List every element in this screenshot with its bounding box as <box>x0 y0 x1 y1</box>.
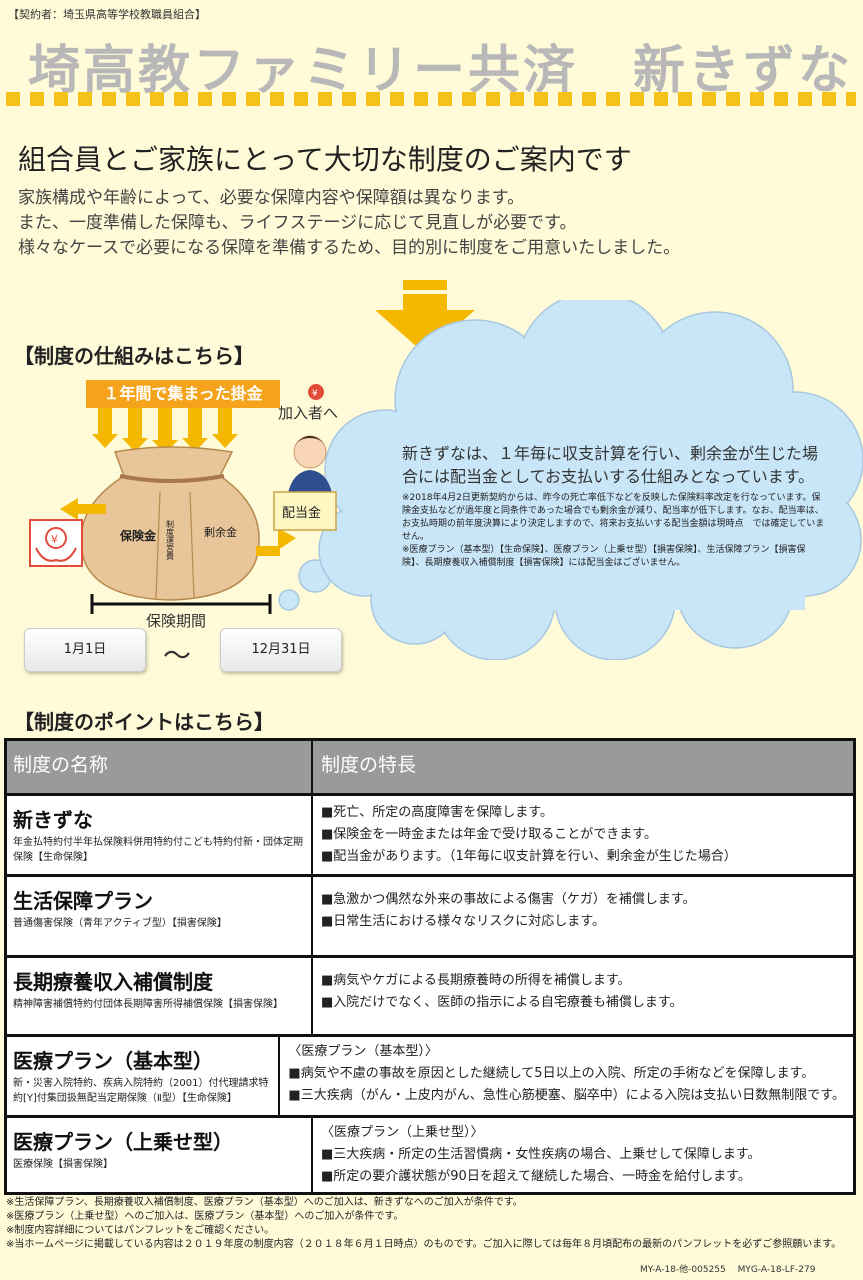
column-header-name: 制度の名称 <box>7 741 313 793</box>
collect-arrow-icon <box>122 408 148 452</box>
plan-feature: ■所定の要介護状態が90日を超えて継続した場合、一時金を給付します。 <box>321 1169 751 1184</box>
plan-feature: ■三大疾病（がん・上皮内がん、急性心筋梗塞、脳卒中）による入院は支払い日数無制限… <box>288 1088 845 1103</box>
start-date-box: 1月1日 <box>24 628 146 672</box>
left-arrow-icon <box>60 498 106 520</box>
svg-text:¥: ¥ <box>312 389 318 399</box>
plan-name: 医療プラン（上乗せ型） <box>13 1130 233 1154</box>
svg-text:保険金: 保険金 <box>119 528 157 543</box>
footnote: ※生活保障プラン、長期療養収入補償制度、医療プラン（基本型）へのご加入は、新きず… <box>6 1197 523 1208</box>
plan-feature: ■病気やケガによる長期療養時の所得を補償します。 <box>321 973 631 988</box>
footnote: ※制度内容詳細についてはパンフレットをご確認ください。 <box>6 1225 275 1236</box>
intro-text: 家族構成や年齢によって、必要な保障内容や保障額は異なります。 また、一度準備した… <box>18 186 680 261</box>
table-header: 制度の名称 制度の特長 <box>7 741 853 793</box>
footnote: ※医療プラン（上乗せ型）へのご加入は、医療プラン（基本型）へのご加入が条件です。 <box>6 1211 404 1222</box>
table-row: 長期療養収入補償制度 精神障害補償特約付団体長期障害所得補償保険【損害保険】 ■… <box>7 955 853 1034</box>
table-row: 医療プラン（基本型） 新・災害入院特約、疾病入院特約（2001）付代理請求特約[… <box>7 1034 853 1115</box>
plan-feature: ■入院だけでなく、医師の指示による自宅療養も補償します。 <box>321 995 683 1010</box>
plan-feature: 〈医療プラン（上乗せ型）〉 <box>321 1125 484 1140</box>
plan-name: 新きずな <box>13 808 93 832</box>
range-tilde: ～ <box>163 639 192 672</box>
end-date-box: 12月31日 <box>220 628 342 672</box>
plan-name: 医療プラン（基本型） <box>13 1049 213 1073</box>
collected-premium-label: １年間で集まった掛金 <box>86 380 280 408</box>
plan-name: 長期療養収入補償制度 <box>13 970 213 994</box>
plan-feature: ■三大疾病・所定の生活習慣病・女性疾病の場合、上乗せして保障します。 <box>321 1147 761 1162</box>
table-row: 新きずな 年金払特約付半年払保険料併用特約付こども特約付新・団体定期保険【生命保… <box>7 793 853 874</box>
right-arrow-icon <box>256 528 296 556</box>
column-header-features: 制度の特長 <box>321 754 417 776</box>
svg-text:¥: ¥ <box>51 533 58 546</box>
cloud-main-text: 新きずなは、１年毎に収支計算を行い、剰余金が生じた場合には配当金としてお支払いす… <box>402 444 819 486</box>
period-bracket <box>90 594 272 614</box>
plan-feature: ■死亡、所定の高度障害を保障します。 <box>321 805 553 820</box>
svg-text:制度運営費: 制度運営費 <box>166 519 175 561</box>
intro-line: 様々なケースで必要になる保障を準備するため、目的別に制度をご用意いたしました。 <box>18 238 681 258</box>
plan-feature: ■病気や不慮の事故を原因とした継続して5日以上の入院、所定の手術などを保障します… <box>288 1066 815 1081</box>
cloud-note: ※2018年4月2日更新契約からは、昨今の死亡率低下などを反映した保険料率改定を… <box>402 493 825 542</box>
collect-arrow-icon <box>182 408 208 452</box>
contractor-note: 【契約者：埼玉県高等学校教職員組合】 <box>8 8 206 21</box>
cloud-notes: ※2018年4月2日更新契約からは、昨今の死亡率低下などを反映した保険料率改定を… <box>402 492 828 570</box>
money-bag-icon: 保険金 制度運営費 剰余金 <box>80 446 260 601</box>
mechanism-section-title: 【制度の仕組みはこちら】 <box>14 344 254 368</box>
mechanism-diagram: 保険金 制度運営費 剰余金 ¥ ¥ <box>29 384 337 614</box>
title-dash-divider <box>6 92 856 106</box>
intro-line: また、一度準備した保障も、ライフステージに応じて見直しが必要です。 <box>18 213 577 233</box>
plan-name: 生活保障プラン <box>13 889 153 913</box>
plan-subtitle: 精神障害補償特約付団体長期障害所得補償保険【損害保険】 <box>13 999 283 1010</box>
dividend-label: 配当金 <box>282 506 322 521</box>
plan-feature: ■保険金を一時金または年金で受け取ることができます。 <box>321 827 657 842</box>
plan-feature: 〈医療プラン（基本型）〉 <box>288 1044 438 1059</box>
joiner-label: 加入者へ <box>278 404 339 422</box>
period-label: 保険期間 <box>146 612 207 630</box>
footnotes: ※生活保障プラン、長期療養収入補償制度、医療プラン（基本型）へのご加入は、新きず… <box>6 1196 841 1252</box>
collect-arrow-icon <box>212 408 238 448</box>
plan-subtitle: 年金払特約付半年払保険料併用特約付こども特約付新・団体定期保険【生命保険】 <box>13 837 303 863</box>
svg-text:剰余金: 剰余金 <box>204 525 237 539</box>
cloud-content: 新きずなは、１年毎に収支計算を行い、剰余金が生じた場合には配当金としてお支払いす… <box>402 442 828 570</box>
footnote: ※当ホームページに掲載している内容は２０１９年度の制度内容（２０１８年６月１日時… <box>6 1239 842 1250</box>
plan-feature: ■日常生活における様々なリスクに対応します。 <box>321 914 605 929</box>
plan-subtitle: 新・災害入院特約、疾病入院特約（2001）付代理請求特約[Y]付集団扱無配当定期… <box>13 1078 269 1104</box>
intro-line: 家族構成や年齢によって、必要な保障内容や保障額は異なります。 <box>18 188 525 208</box>
table-row: 生活保障プラン 普通傷害保険（青年アクティブ型）【損害保険】 ■急激かつ偶然な外… <box>7 874 853 955</box>
plan-feature: ■急激かつ偶然な外来の事故による傷害（ケガ）を補償します。 <box>321 892 696 907</box>
hands-yen-icon: ¥ <box>29 519 83 567</box>
down-arrow-icon <box>375 280 475 354</box>
plans-table: 制度の名称 制度の特長 新きずな 年金払特約付半年払保険料併用特約付こども特約付… <box>4 738 856 1195</box>
intro-headline: 組合員とご家族にとって大切な制度のご案内です <box>18 143 632 176</box>
plan-feature: ■配当金があります。（1年毎に収支計算を行い、剰余金が生じた場合） <box>321 849 737 864</box>
points-section-title: 【制度のポイントはこちら】 <box>14 710 274 734</box>
table-row: 医療プラン（上乗せ型） 医療保険【損害保険】 〈医療プラン（上乗せ型）〉 ■三大… <box>7 1115 853 1192</box>
dividend-box <box>273 491 337 531</box>
plan-subtitle: 医療保険【損害保険】 <box>13 1159 113 1170</box>
cloud-note: ※医療プラン（基本型）【生命保険】、医療プラン（上乗せ型）【損害保険】、生活保障… <box>402 545 806 568</box>
cloud-bubble <box>278 300 863 660</box>
plan-subtitle: 普通傷害保険（青年アクティブ型）【損害保険】 <box>13 918 227 929</box>
document-codes: MY-A-18-他-005255 MYG-A-18-LF-279 <box>640 1265 816 1275</box>
collect-arrow-icon <box>92 408 118 448</box>
page-title: 埼高教ファミリー共済 新きずな <box>28 41 854 101</box>
